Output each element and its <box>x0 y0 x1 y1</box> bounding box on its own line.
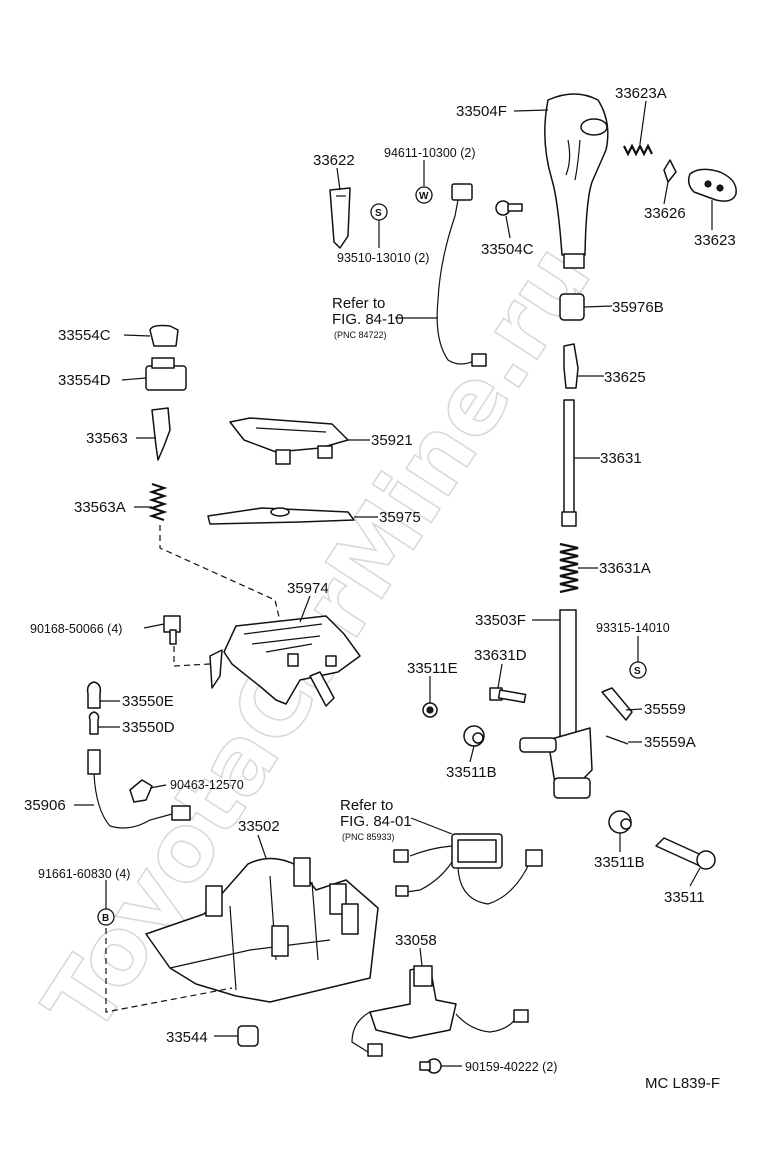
label-91661-60830: 91661-60830 (4) <box>38 867 130 881</box>
clip-33626 <box>663 159 677 183</box>
pin-35559A <box>605 735 629 745</box>
label-33550D: 33550D <box>122 719 175 736</box>
label-35906: 35906 <box>24 797 66 814</box>
label-33058: 33058 <box>395 932 437 949</box>
label-33511: 33511 <box>664 889 705 906</box>
label-33544: 33544 <box>166 1029 208 1046</box>
nut-33511E <box>422 702 438 718</box>
switch-harness-upper <box>436 183 487 367</box>
ref1-figure: FIG. 84-10 <box>332 311 404 328</box>
shift-lever-33503F <box>519 609 593 799</box>
screw-symbol-93315: S <box>629 661 647 679</box>
cushion-33544 <box>237 1025 259 1047</box>
ref1-refer-to: Refer to <box>332 295 385 312</box>
pin-33511 <box>655 837 716 870</box>
leader-dashed-91661 <box>105 928 233 1013</box>
label-33504F: 33504F <box>456 103 507 120</box>
label-33563A: 33563A <box>74 499 126 516</box>
label-33502: 33502 <box>238 818 280 835</box>
bushing-33511B-b <box>608 810 632 834</box>
bulb-33550D <box>88 711 100 735</box>
label-35976B: 35976B <box>612 299 664 316</box>
label-33503F: 33503F <box>475 612 526 629</box>
bolt-90168 <box>163 615 181 645</box>
slide-plate-35975 <box>207 507 355 525</box>
figure-code: MC L839-F <box>645 1075 720 1092</box>
label-33504C: 33504C <box>481 241 534 258</box>
label-33626: 33626 <box>644 205 686 222</box>
label-33511B-b: 33511B <box>594 854 645 871</box>
spring-clip-35559 <box>601 687 633 721</box>
label-33631D: 33631D <box>474 647 527 664</box>
label-33550E: 33550E <box>122 693 174 710</box>
bolt-symbol-text: B <box>102 913 109 924</box>
screw-symbol-93510: S <box>370 203 388 221</box>
screw-symbol-text-2: S <box>634 666 641 677</box>
label-33623A: 33623A <box>615 85 667 102</box>
shift-knob-33504F <box>544 93 609 269</box>
indicator-housing-35974 <box>209 615 361 707</box>
label-35559: 35559 <box>644 701 686 718</box>
label-33631: 33631 <box>600 450 642 467</box>
insert-33622 <box>329 187 351 249</box>
washer-symbol-94611: W <box>415 186 433 204</box>
label-33554D: 33554D <box>58 372 111 389</box>
label-33554C: 33554C <box>58 327 111 344</box>
leader-lines <box>74 100 713 1067</box>
label-35974: 35974 <box>287 580 329 597</box>
label-33563: 33563 <box>86 430 128 447</box>
label-33631A: 33631A <box>599 560 651 577</box>
ref1-pnc: (PNC 84722) <box>334 330 387 340</box>
wire-harness-35906 <box>87 749 191 829</box>
ref2-pnc: (PNC 85933) <box>342 832 395 842</box>
spring-33631A <box>559 542 579 594</box>
socket-33554D <box>145 357 187 391</box>
label-94611-10300: 94611-10300 (2) <box>384 146 476 160</box>
label-90463-12570: 90463-12570 <box>170 778 244 792</box>
screw-33504C <box>495 200 523 216</box>
bolt-33631D <box>489 687 527 704</box>
bulb-holder-33563 <box>151 407 171 461</box>
label-33623: 33623 <box>694 232 736 249</box>
bolt-symbol-91661: B <box>97 908 115 926</box>
ref2-figure: FIG. 84-01 <box>340 813 412 830</box>
label-33625: 33625 <box>604 369 646 386</box>
button-33623 <box>687 168 737 202</box>
washer-symbol-text: W <box>419 191 429 202</box>
label-90168-50066: 90168-50066 (4) <box>30 622 122 636</box>
label-35975: 35975 <box>379 509 421 526</box>
leader-dashed-33563A <box>159 525 283 631</box>
ref2-refer-to: Refer to <box>340 797 393 814</box>
screw-90159 <box>419 1058 442 1074</box>
cap-33554C <box>149 324 179 347</box>
label-35921: 35921 <box>371 432 413 449</box>
rod-33631 <box>561 399 577 527</box>
label-90159-40222: 90159-40222 (2) <box>465 1060 557 1074</box>
cover-35921 <box>229 417 349 465</box>
bushing-33511B-a <box>463 725 485 747</box>
spring-33563A <box>148 482 168 522</box>
bulb-33550E <box>86 681 102 709</box>
label-35559A: 35559A <box>644 734 696 751</box>
label-33622: 33622 <box>313 152 355 169</box>
label-33511B-a: 33511B <box>446 764 497 781</box>
solenoid-33058 <box>351 965 529 1057</box>
screw-symbol-text: S <box>375 208 382 219</box>
label-93315-14010: 93315-14010 <box>596 621 670 635</box>
clamp-90463 <box>129 779 153 803</box>
reference-connector-84-01 <box>393 833 543 905</box>
label-93510-13010: 93510-13010 (2) <box>337 251 429 265</box>
label-33511E: 33511E <box>407 660 458 677</box>
bushing-35976B <box>559 293 585 321</box>
spring-33623A <box>623 143 653 157</box>
bracket-33502 <box>145 857 379 1003</box>
pin-33625 <box>563 343 579 389</box>
leader-dashed-90168 <box>173 646 211 667</box>
